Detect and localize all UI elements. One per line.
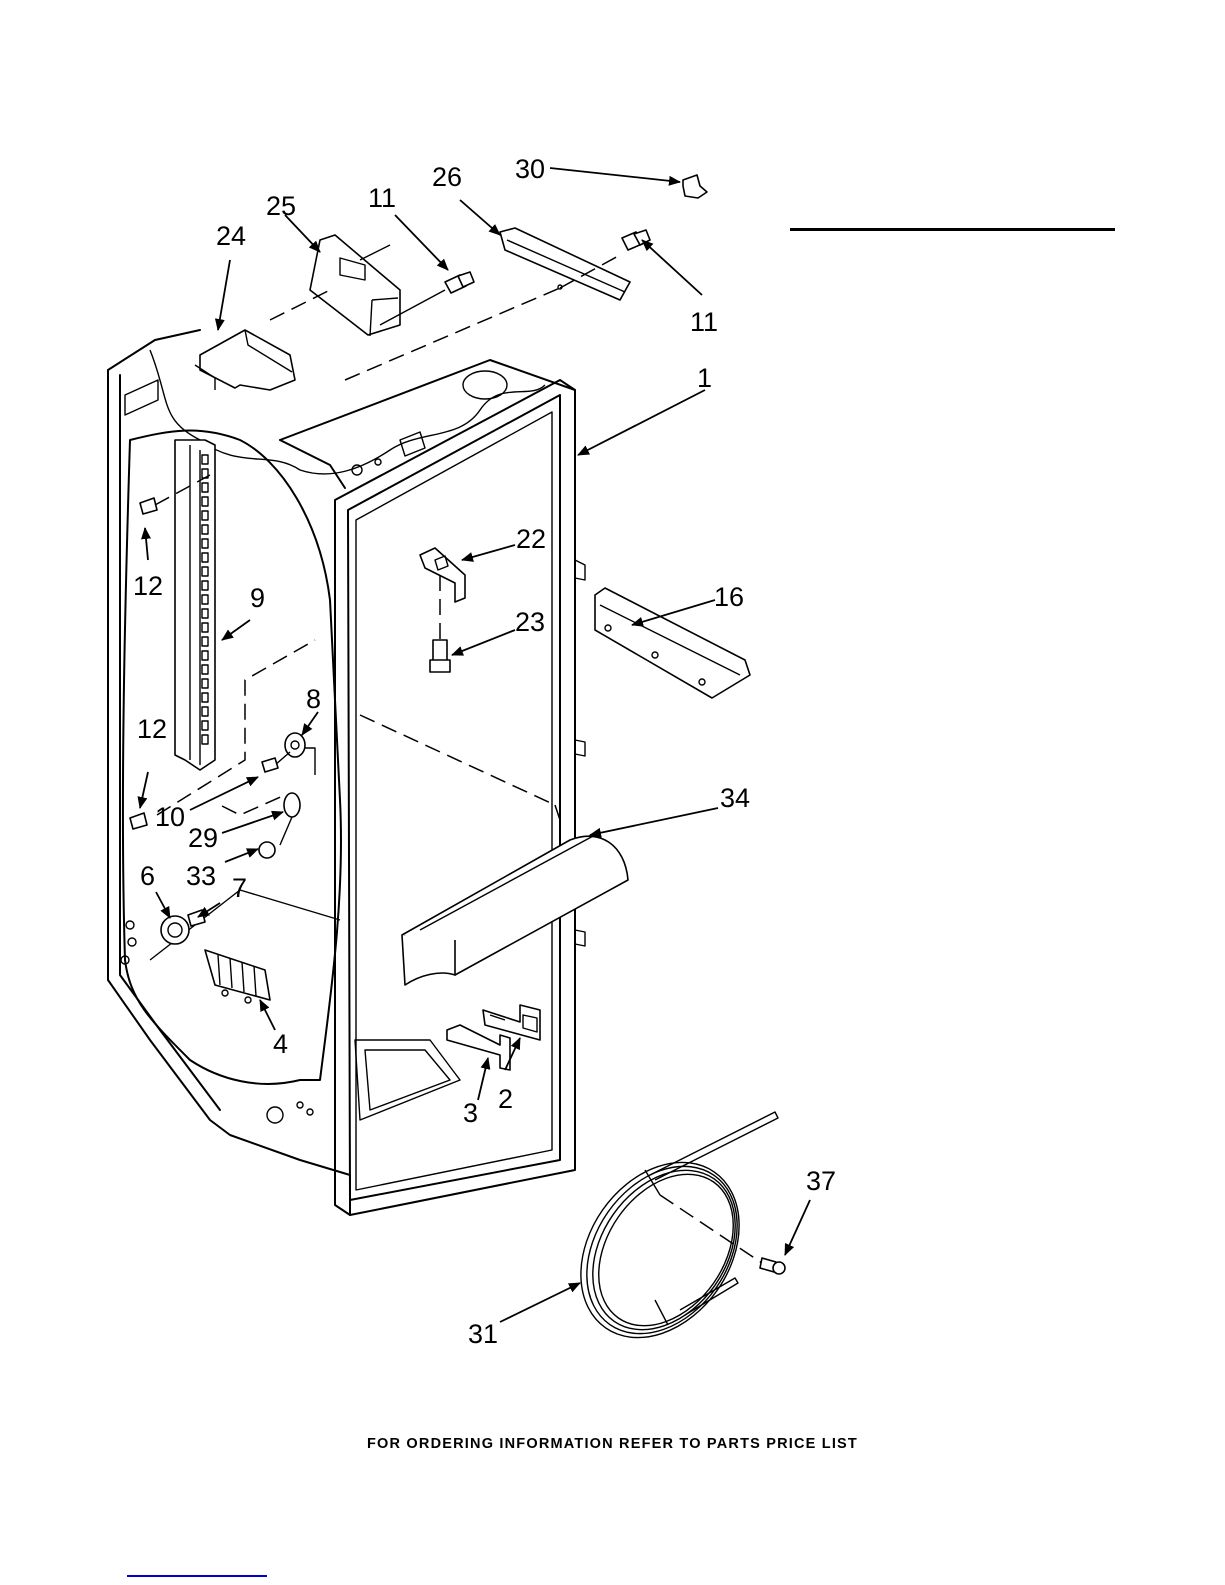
rail-slot xyxy=(201,566,209,577)
assembly-line xyxy=(659,1194,766,1266)
screw-icon xyxy=(621,229,651,251)
callout-31: 31 xyxy=(468,1319,498,1349)
rail-slot xyxy=(201,496,209,507)
callout-8: 8 xyxy=(306,684,321,714)
rail-slot xyxy=(201,552,209,563)
rail-slot xyxy=(201,454,209,465)
callout-12-top: 12 xyxy=(133,571,163,601)
callout-7: 7 xyxy=(232,873,247,903)
callout-1: 1 xyxy=(697,363,712,393)
callout-29: 29 xyxy=(188,823,218,853)
rail-slot xyxy=(201,524,209,535)
rail-slot xyxy=(201,692,209,703)
bumper-part-8 xyxy=(274,732,306,766)
trim-part-16 xyxy=(594,587,751,699)
assembly-line xyxy=(359,244,391,261)
assembly-line xyxy=(344,287,561,381)
ordering-info-note: FOR ORDERING INFORMATION REFER TO PARTS … xyxy=(367,1436,858,1452)
rail-slot xyxy=(201,664,209,675)
assembly-line xyxy=(269,289,331,321)
bracket-part-25 xyxy=(309,234,401,337)
rail-slot xyxy=(201,510,209,521)
callout-30: 30 xyxy=(515,154,545,184)
callout-25: 25 xyxy=(266,191,296,221)
callout-33: 33 xyxy=(186,861,216,891)
rail-slot xyxy=(201,720,209,731)
callout-9: 9 xyxy=(250,583,265,613)
clip-part-30 xyxy=(682,174,708,199)
callout-2: 2 xyxy=(498,1084,513,1114)
callout-labels: 1 2 3 4 6 7 8 9 10 11 11 12 12 16 22 23 … xyxy=(133,154,836,1349)
callout-11-right: 11 xyxy=(690,307,718,337)
screw-icon xyxy=(759,1257,786,1275)
screw-icon xyxy=(129,812,148,830)
rail-slot xyxy=(201,706,209,717)
callout-arrows xyxy=(137,167,811,1323)
rail-slot xyxy=(201,678,209,689)
screw-icon xyxy=(139,497,158,515)
rail-slot xyxy=(201,608,209,619)
callout-23: 23 xyxy=(515,607,545,637)
rail-slot xyxy=(201,622,209,633)
rail-slot xyxy=(201,580,209,591)
callout-26: 26 xyxy=(432,162,462,192)
knob-part-6 xyxy=(160,915,190,945)
title-rule xyxy=(790,228,1115,231)
grille-part-4 xyxy=(204,949,271,1004)
rail-slot xyxy=(201,734,209,745)
rail-slot xyxy=(201,636,209,647)
rail-slot xyxy=(201,594,209,605)
callout-37: 37 xyxy=(806,1166,836,1196)
assembly-line xyxy=(559,254,621,289)
bracket-part-2 xyxy=(482,1004,541,1041)
page-link[interactable] xyxy=(127,1574,267,1577)
callout-4: 4 xyxy=(273,1029,288,1059)
screw-icon xyxy=(261,757,279,773)
assembly-line xyxy=(221,794,286,816)
socket-part-29 xyxy=(279,792,301,846)
top-rail-part-26 xyxy=(499,227,631,301)
screw-icon xyxy=(187,909,206,927)
bulb-part-33 xyxy=(258,841,276,859)
assembly-line xyxy=(154,474,211,506)
callout-3: 3 xyxy=(463,1098,478,1128)
callout-12-bottom: 12 xyxy=(137,714,167,744)
callout-6: 6 xyxy=(140,861,155,891)
assembly-line xyxy=(156,639,316,816)
bracket-part-22 xyxy=(419,547,466,603)
callout-22: 22 xyxy=(516,524,546,554)
rail-slot xyxy=(201,538,209,549)
control-housing-part-24 xyxy=(194,329,296,391)
bracket-part-3 xyxy=(446,1024,511,1071)
rail-slot xyxy=(201,650,209,661)
cover-part-34 xyxy=(401,834,629,986)
callout-34: 34 xyxy=(720,783,750,813)
callout-16: 16 xyxy=(714,582,744,612)
tube-coil-part-31 xyxy=(580,1111,779,1339)
screw-icon xyxy=(444,271,475,294)
shelf-rail-part-9 xyxy=(174,439,216,771)
rail-slot xyxy=(201,482,209,493)
callout-24: 24 xyxy=(216,221,246,251)
screw-icon xyxy=(429,639,451,673)
assembly-line xyxy=(379,289,446,326)
callout-10: 10 xyxy=(155,802,185,832)
callout-11-top: 11 xyxy=(368,183,396,213)
assembly-line xyxy=(305,747,316,775)
